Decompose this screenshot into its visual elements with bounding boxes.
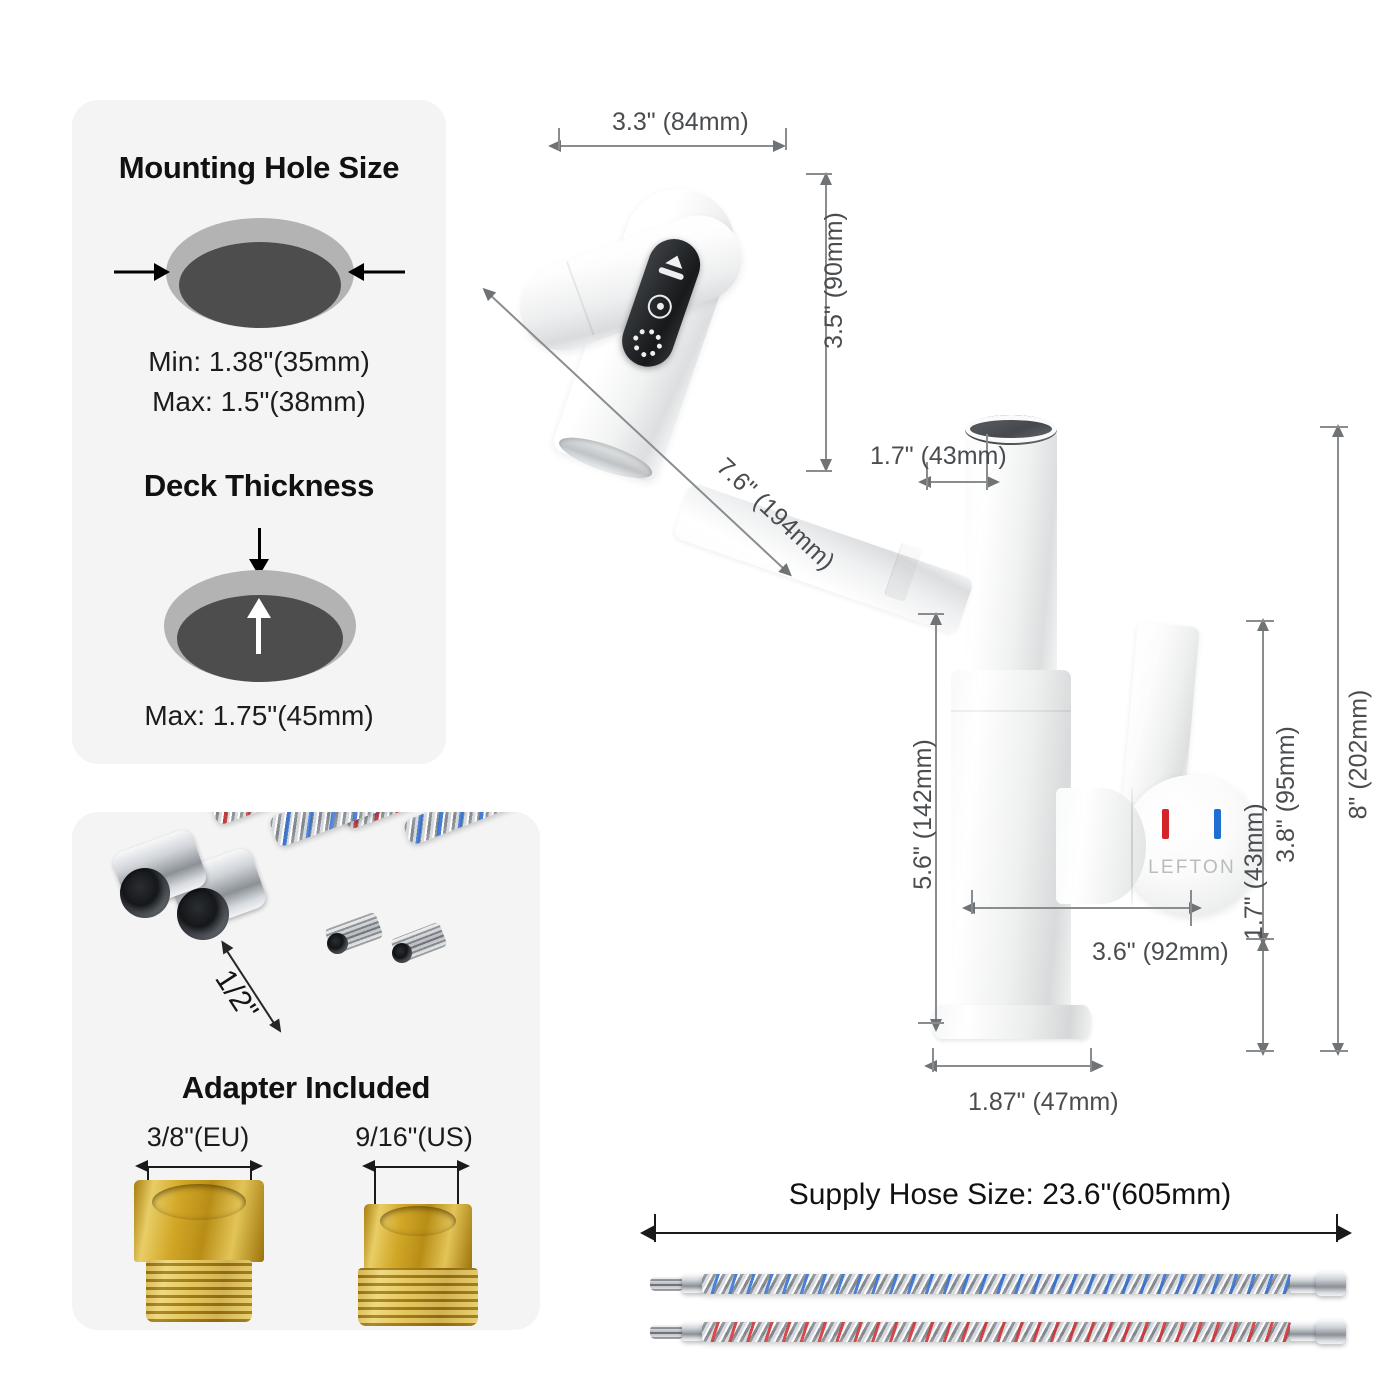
faucet-handle-collar — [1056, 788, 1146, 904]
dim-body-height-label: 5.6" (142mm) — [908, 739, 937, 890]
mounting-hole-title: Mounting Hole Size — [118, 150, 400, 185]
faucet-lower-body — [951, 670, 1071, 1020]
hose-fittings-photo: 1/2" — [72, 812, 540, 1056]
dim-tick-36-left — [971, 890, 973, 914]
deck-thickness-max-label: Max: 1.75"(45mm) — [144, 700, 374, 731]
supply-hose-hot — [650, 1320, 1350, 1344]
mounting-hole-arrow-left — [114, 263, 172, 281]
adapter-eu-icon — [124, 1180, 274, 1330]
deck-thickness-arrow-up — [246, 598, 272, 654]
dim-tick-17b-bottom — [1246, 1050, 1274, 1052]
supply-hose-dimension — [640, 1214, 1352, 1242]
dim-swivel-offset — [918, 474, 1000, 490]
deck-thickness-icon — [164, 570, 356, 682]
cold-indicator — [1214, 809, 1221, 839]
dim-tick-17a-left — [926, 462, 928, 490]
dim-spout-to-handle — [1255, 938, 1271, 1056]
mounting-and-deck-card: Mounting Hole Size Min: 1.38"(35mm) Max:… — [72, 100, 446, 764]
dim-base-diameter — [924, 1058, 1104, 1074]
dim-spout-head-width-label: 3.3" (84mm) — [612, 108, 749, 136]
triangle-up-icon[interactable] — [665, 252, 686, 269]
dim-tick-8-top — [1320, 426, 1348, 428]
dim-tick-35-bottom — [806, 470, 832, 472]
mounting-hole-icon — [166, 218, 354, 328]
hose-and-adapter-card: 1/2" Adapter Included 3/8"(EU) 9/16"(US) — [72, 812, 540, 1330]
adapter-eu-label: 3/8"(EU) — [146, 1122, 250, 1152]
dim-tick-17a-right — [986, 434, 988, 490]
dim-tick-8-bottom — [1320, 1050, 1348, 1052]
faucet-illustration: LEFTON — [470, 110, 1390, 1060]
dim-spray-head-height — [818, 172, 834, 472]
faucet-handle-collar-seam — [1131, 786, 1133, 906]
adapter-included-title: Adapter Included — [181, 1070, 431, 1105]
mounting-hole-arrow-right — [348, 263, 406, 281]
dim-tick-56-top — [918, 613, 944, 615]
dim-tick-36-right — [1190, 890, 1192, 926]
dim-tick-187-right — [1090, 1048, 1092, 1072]
dim-handle-reach-label: 3.6" (92mm) — [1092, 938, 1229, 966]
supply-hose-cold — [650, 1272, 1350, 1296]
dim-spout-to-handle-label: 1.7" (43mm) — [1240, 803, 1268, 940]
power-circle-icon[interactable] — [644, 291, 676, 322]
dim-tick-33-left — [558, 128, 560, 150]
brand-logo: LEFTON — [1148, 857, 1236, 878]
mounting-hole-max-label: Max: 1.5"(38mm) — [152, 386, 366, 417]
deck-thickness-arrow-down — [249, 528, 271, 576]
adapter-eu-dimension — [135, 1160, 263, 1196]
faucet-column-rim — [965, 415, 1057, 443]
dim-spray-head-height-label: 3.5" (90mm) — [819, 212, 848, 349]
mounting-hole-min-label: Min: 1.38"(35mm) — [148, 346, 370, 377]
dim-handle-height-label: 3.8" (95mm) — [1271, 726, 1300, 863]
dim-tick-35-top — [806, 173, 832, 175]
dim-tick-33-right — [785, 128, 787, 150]
deck-thickness-title: Deck Thickness — [143, 468, 375, 503]
adapter-us-label: 9/16"(US) — [355, 1122, 473, 1152]
dim-total-height-label: 8" (202mm) — [1344, 689, 1373, 820]
dim-swivel-offset-label: 1.7" (43mm) — [870, 442, 1007, 470]
faucet-upper-column — [965, 430, 1057, 680]
dim-tick-56-bottom — [918, 1022, 944, 1024]
supply-hose-title: Supply Hose Size: 23.6"(605mm) — [788, 1178, 1232, 1211]
faucet-base-flange — [933, 1005, 1091, 1039]
dim-base-diameter-label: 1.87" (47mm) — [968, 1088, 1119, 1116]
dim-spout-head-width — [548, 138, 786, 154]
dim-handle-reach — [962, 900, 1202, 916]
dim-tick-187-left — [932, 1048, 934, 1072]
faucet-body-seam — [951, 710, 1071, 712]
dotted-ring-icon[interactable] — [628, 324, 666, 362]
adapter-us-icon — [354, 1204, 484, 1332]
hot-indicator — [1162, 809, 1169, 839]
dim-tick-38-top — [1246, 620, 1274, 622]
adapter-us-dimension — [362, 1160, 470, 1216]
